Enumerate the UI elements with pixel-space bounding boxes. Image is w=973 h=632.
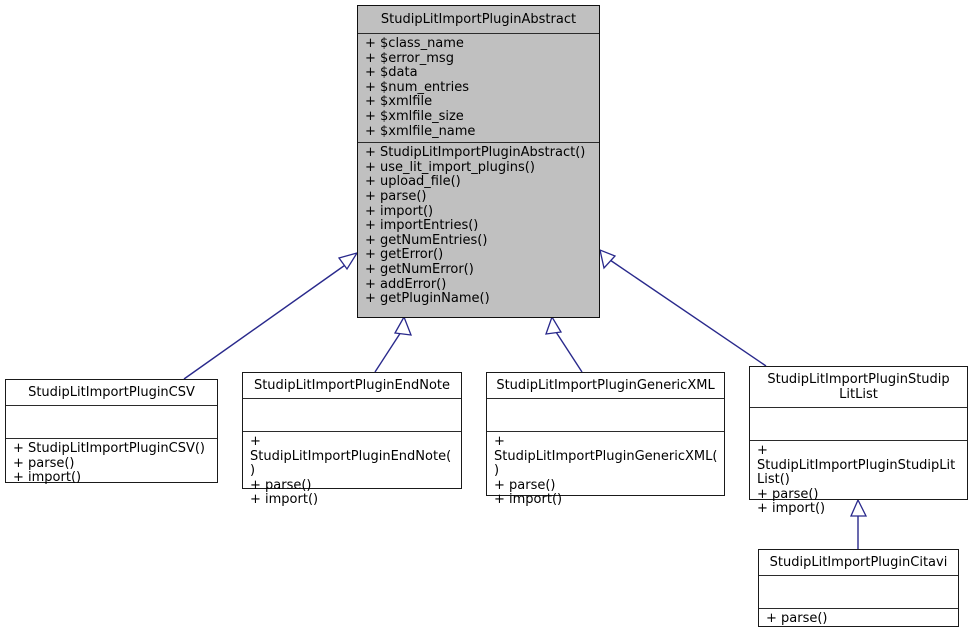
class-attributes [759,576,958,609]
method: + getNumEntries() [365,232,488,248]
class-box-studiplitimportpluginendnote[interactable]: StudipLitImportPluginEndNote + StudipLit… [242,372,462,507]
method: + getError() [365,247,444,263]
method: + StudipLitImportPluginEndNote() [250,434,452,479]
method: + getNumError() [365,261,474,277]
method: + StudipLitImportPluginAbstract() [365,145,586,161]
class-title: StudipLitImportPluginCitavi [759,550,958,576]
method: + getPluginName() [365,291,490,307]
attribute: + $num_entries [365,79,469,95]
method: + parse() [365,188,427,204]
class-title: StudipLitImportPluginCSV [6,380,217,406]
method: + upload_file() [365,174,461,190]
method: + StudipLitImportPluginGenericXML() [494,434,718,479]
method: + importEntries() [365,218,479,234]
class-attributes [6,406,217,439]
class-box-studiplitimportplugincsv[interactable]: StudipLitImportPluginCSV + StudipLitImpo… [5,379,218,485]
method: + StudipLitImportPluginCSV() [13,441,205,456]
method: + StudipLitImportPluginStudipLitList() [757,443,956,488]
class-title: StudipLitImportPluginAbstract [358,6,599,34]
class-methods: + StudipLitImportPluginCSV() + parse() +… [6,439,217,490]
method: + import() [13,470,82,486]
method: + addError() [365,276,447,292]
edge-endnote-to-abstract [374,315,413,373]
method: + parse() [13,455,75,471]
method: + parse() [757,486,819,502]
method: + import() [250,492,319,508]
method: + import() [365,203,434,219]
attribute: + $xmlfile_name [365,123,476,139]
class-methods: + StudipLitImportPluginStudipLitList() +… [750,441,967,521]
class-methods: + StudipLitImportPluginEndNote() + parse… [243,432,461,512]
class-attributes [243,399,461,432]
edge-genericxml-to-abstract [545,315,583,373]
class-box-studiplitimportplugincitavi[interactable]: StudipLitImportPluginCitavi + parse() [758,549,959,627]
class-box-studiplitimportpluginabstract[interactable]: StudipLitImportPluginAbstract + $class_n… [357,5,600,318]
class-attributes [750,408,967,441]
method: + parse() [250,477,312,493]
attribute: + $data [365,65,418,81]
attribute: + $error_msg [365,50,454,66]
class-attributes [487,399,724,432]
method: + import() [757,501,826,517]
attribute: + $xmlfile [365,94,433,110]
class-title: StudipLitImportPluginEndNote [243,373,461,399]
edge-studiplitlist-to-abstract [599,248,767,367]
attribute: + $xmlfile_size [365,108,464,124]
class-methods: + StudipLitImportPluginGenericXML() + pa… [487,432,724,512]
class-attributes: + $class_name + $error_msg + $data + $nu… [358,34,599,144]
method: + import() [494,492,563,508]
class-methods: + StudipLitImportPluginAbstract() + use_… [358,143,599,311]
method: + use_lit_import_plugins() [365,159,535,175]
method: + parse() [494,477,556,493]
class-title: StudipLitImportPluginGenericXML [487,373,724,399]
method: + parse() [766,611,828,626]
class-box-studiplitimportplugingenericxml[interactable]: StudipLitImportPluginGenericXML + Studip… [486,372,725,507]
edge-csv-to-abstract [183,251,359,380]
class-methods: + parse() [759,609,958,631]
class-title: StudipLitImportPluginStudip LitList [750,367,967,408]
class-box-studiplitimportpluginstudiplitlist[interactable]: StudipLitImportPluginStudip LitList + St… [749,366,968,516]
attribute: + $class_name [365,36,464,51]
